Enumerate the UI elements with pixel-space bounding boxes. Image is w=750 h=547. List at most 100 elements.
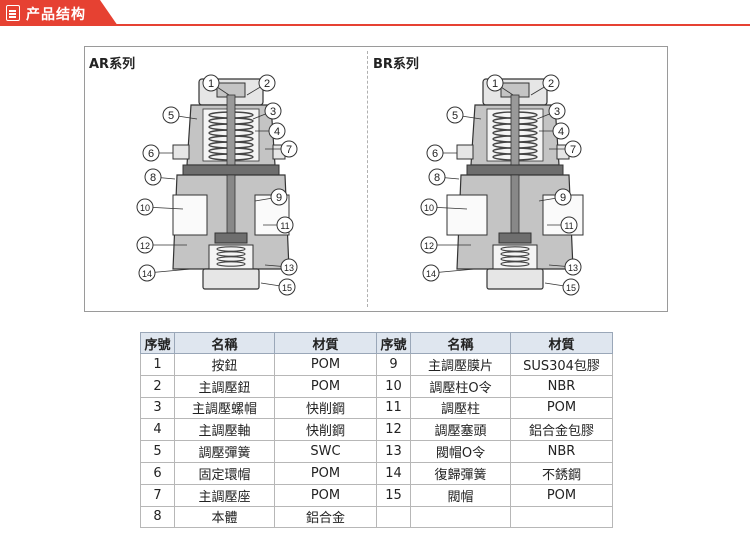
callout-number: 5 [452,110,458,122]
callout-circle [446,106,464,124]
cell-name: 復歸彈簧 [410,461,511,485]
callout-circle [278,278,296,296]
section-header: 产品结构 [0,0,750,26]
callout-number: 3 [270,106,276,118]
cell-material: POM [510,483,613,507]
callout-number: 9 [560,192,566,204]
document-icon [6,5,20,21]
cell-name: 調壓彈簧 [174,440,275,463]
callout-circle [276,216,294,234]
cell-no: 13 [376,440,411,463]
callout-circle [268,122,286,140]
callout-number: 10 [424,203,434,213]
col-header-no-2: 序號 [376,332,411,354]
callout-circle [136,198,154,216]
callout-circle [136,236,154,254]
adjust-shaft [226,94,236,176]
valve-stem [226,174,236,236]
callout-number: 11 [280,221,289,231]
callout-number: 14 [426,269,436,279]
callout-number: 5 [168,110,174,122]
diaphragm [466,164,564,176]
section-title: 产品结构 [26,7,86,23]
callout-circle [264,102,282,120]
callout-circle [420,236,438,254]
callout-circle [564,140,582,158]
callout-number: 8 [150,172,156,184]
header-underline [100,24,750,26]
cell-name: 主調壓座 [174,483,275,507]
cell-no: 2 [140,374,175,398]
cell-material: 快削鋼 [274,418,377,442]
cell-name: 主調壓螺帽 [174,396,275,420]
cell-no: 12 [376,418,411,442]
callout-number: 4 [274,126,280,138]
callout-circle [142,144,160,162]
cell-name: 調壓塞頭 [410,418,511,442]
callout-number: 1 [208,78,214,90]
cell-name: 按鈕 [174,353,275,376]
cell-material: NBR [510,374,613,398]
callout-number: 8 [434,172,440,184]
adjust-shaft [510,94,520,176]
cell-name [410,505,511,529]
callout-number: 13 [284,263,294,273]
callout-circle [428,168,446,186]
callout-number: 9 [276,192,282,204]
callout-number: 11 [564,221,573,231]
callout-circle [486,74,504,92]
cell-no: 15 [376,483,411,507]
col-header-material-2: 材質 [510,332,613,354]
valve-stem [510,174,520,236]
callout-number: 14 [142,269,152,279]
callout-circle [270,188,288,206]
cell-no: 11 [376,396,411,420]
diaphragm [182,164,280,176]
cell-material: SWC [274,440,377,463]
callout-circle [202,74,220,92]
cell-no: 10 [376,374,411,398]
cell-name: 閥帽O令 [410,440,511,463]
cell-material: SUS304包膠 [510,353,613,376]
callout-circle [422,264,440,282]
valve-plug [214,232,248,244]
valve-plug [498,232,532,244]
callout-circle [138,264,156,282]
callout-circle [562,278,580,296]
callout-number: 15 [282,283,292,293]
callout-number: 6 [432,148,438,160]
callout-number: 13 [568,263,578,273]
ring-nut-left [172,144,190,160]
cell-no: 3 [140,396,175,420]
callout-number: 6 [148,148,154,160]
callout-number: 1 [492,78,498,90]
cell-no [376,505,411,529]
cell-name: 主調壓膜片 [410,353,511,376]
callout-number: 12 [140,241,150,251]
cell-name: 調壓柱 [410,396,511,420]
col-header-name: 名稱 [174,332,275,354]
callout-number: 12 [424,241,434,251]
callout-circle [420,198,438,216]
cell-no: 8 [140,505,175,529]
callout-number: 7 [286,144,292,156]
cell-no: 7 [140,483,175,507]
ar-series-label: AR系列 [89,57,136,72]
panel-divider [367,51,368,307]
table-header-row: 序號 名稱 材質 序號 名稱 材質 [140,332,613,354]
callout-number: 3 [554,106,560,118]
cell-material: POM [274,483,377,507]
callout-circle [258,74,276,92]
cell-material: POM [510,396,613,420]
callout-circle [426,144,444,162]
cell-no: 9 [376,353,411,376]
